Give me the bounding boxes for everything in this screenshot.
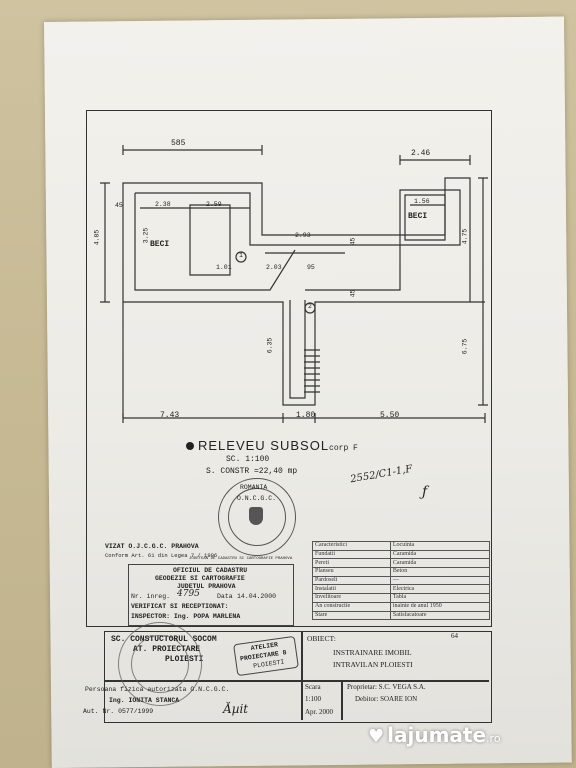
stamp-mid-text: O.N.C.G.C. [237,495,277,502]
room-number-1: 1 [239,252,243,259]
dim-bottom-mid: 1.80 [296,411,316,420]
characteristic-value: Satisfacatoare [389,610,491,621]
cadastre-office-box: OFICIUL DE CADASTRU GEODEZIE SI CARTOGRA… [128,564,294,626]
cadastre-line-3: JUDETUL PRAHOVA [177,583,236,590]
stamp-inner-ring [228,488,286,546]
characteristic-value: Electrica [389,584,491,595]
dim-95: 95 [307,264,315,271]
title-text: RELEVEU SUBSOL [198,438,330,453]
handwritten-initial: ƒ [422,484,428,500]
date-value: 14.04.2000 [237,593,277,600]
document-date: Apr. 2000 [305,708,333,716]
characteristic-name: Caracteristici [312,541,391,551]
verified-label: VERIFICAT SI RECEPTIONAT: [131,603,229,610]
title-bullet-icon [186,442,194,450]
owner: Proprietar: S.C. VEGA S.A. [347,683,426,691]
characteristic-name: Instalatii [312,584,391,595]
object-label: OBIECT: [307,634,336,643]
title-suffix: corp F [329,444,358,453]
dim-238: 2.38 [155,201,171,208]
site-watermark: ♥lajumate.ro [368,723,501,747]
dim-203: 2.03 [266,264,282,271]
cadastre-line-2: GEODEZIE SI CARTOGRAFIE [155,575,245,582]
vizat-line-1: VIZAT O.J.C.G.C. PRAHOVA [105,543,199,550]
dim-45-c: 45 [349,289,357,298]
watermark-brand: lajumate [387,723,487,747]
date-label: Data [217,593,233,600]
drawing-title: RELEVEU SUBSOLcorp F [186,437,358,455]
characteristic-value: Tabla [389,593,491,603]
authorization-number: Aut. Nr. 0577/1999 [83,708,154,715]
dim-bottom-right: 5.50 [380,411,400,420]
object-line-1: INSTRAINARE IMOBIL [333,648,412,657]
signature: Ăµit [223,702,249,716]
dim-259: 2.59 [206,201,222,208]
characteristic-value: inainte de anul 1950 [389,601,491,612]
coat-of-arms-icon [249,507,263,525]
authorization-round-stamp [118,622,202,706]
watermark-tld: .ro [486,732,501,745]
sheet-number: 64 [451,632,458,640]
dim-bottom-left: 7.43 [160,411,180,420]
dim-45-b: 45 [115,202,123,209]
dim-293: 2.93 [295,232,311,239]
construction-area: S. CONSTR =22,40 mp [206,467,298,476]
reg-number-label: Nr. inreg. [131,593,171,600]
dim-left-height: 4.85 [93,229,101,246]
characteristic-value: Beton [389,567,491,577]
cadastre-line-1: OFICIUL DE CADASTRU [173,567,248,574]
drawing-scale: SC. 1:100 [226,455,270,464]
inspector-label: INSPECTOR: Ing. POPA MARLENA [131,613,241,620]
object-line-2: INTRAVILAN PLOIESTI [333,660,413,669]
cadastre-round-stamp: ROMANIA O.N.C.G.C. JUDETEAN DE CADASTRU … [189,478,296,561]
characteristic-value: Caramida [389,558,491,569]
characteristic-value: — [389,575,491,586]
characteristic-value: Locuinta [389,541,491,551]
room-number-2: 2 [308,303,312,310]
characteristic-name: An constructie [312,601,391,612]
heart-logo-icon: ♥ [368,726,385,747]
room-label-beci-left: BECI [150,240,170,249]
characteristics-row: Pardoseli— [312,575,491,586]
characteristic-name: Planseu [312,567,391,577]
stamp-bottom-text: JUDETEAN DE CADASTRU SI CARTOGRAFIE PRAH… [189,557,293,561]
dim-101: 1.01 [216,264,232,271]
drawing-frame [86,110,492,627]
dim-top-left: 585 [171,139,186,148]
debtor: Debitor: SOARE ION [355,695,418,703]
characteristic-name: Fundatii [312,549,391,560]
dim-635: 6.35 [266,337,274,354]
scale-label: Scara [305,683,321,691]
dim-325: 3.25 [142,227,150,244]
reg-number-value: 4795 [177,589,200,599]
room-label-beci-right: BECI [408,212,428,221]
dim-top-right: 2.46 [411,149,431,158]
characteristic-name: Pardoseli [312,575,391,586]
dim-right-height-2: 6.75 [461,338,469,355]
stamp-top-text: ROMANIA [240,484,268,491]
dim-right-height: 4.75 [461,228,469,245]
characteristic-name: Invelitoare [312,593,391,603]
dim-156: 1.56 [414,198,430,205]
characteristic-name: Stare [312,610,391,621]
atelier-stamp-line-3: PLOIESTI [252,658,285,670]
dim-45-a: 45 [349,237,357,246]
vizat-line-2: Conform Art. 61 din Legea 7 / 1996 [105,552,218,559]
atelier-stamp: ATELIER PROIECTARE 8 PLOIESTI [233,635,299,677]
characteristic-name: Pereti [312,558,391,569]
scale-value: 1:100 [305,695,321,703]
characteristic-value: Caramida [389,549,491,560]
authorization-stamp-inner-ring [131,635,189,693]
